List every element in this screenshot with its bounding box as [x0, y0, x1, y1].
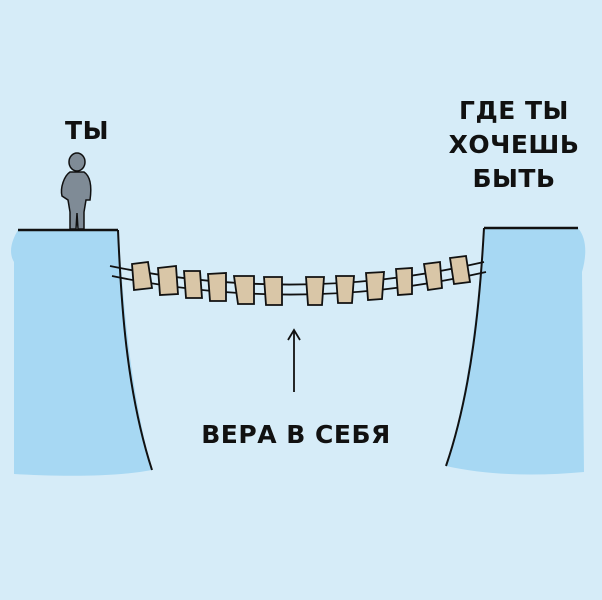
left-cliff-right-edge: [117, 229, 153, 471]
bridge-plank: [422, 260, 443, 292]
bridge-plank: [365, 271, 385, 301]
right-cliff-left-edge: [445, 227, 485, 467]
bridge-planks: [131, 254, 472, 306]
person-body: [60, 171, 92, 230]
bridge-plank: [263, 276, 283, 306]
bridge-plank: [395, 267, 413, 296]
bridge-plank: [448, 254, 472, 286]
person-head: [68, 152, 86, 172]
person-figure: [60, 152, 92, 230]
arrow-up-icon: [287, 328, 301, 392]
bridge-plank: [157, 265, 179, 296]
bridge-plank: [232, 275, 255, 305]
bridge-plank: [131, 260, 154, 291]
bridge-plank: [305, 276, 325, 306]
left-cliff: [11, 230, 153, 476]
label-goal: ГДЕ ТЫ ХОЧЕШЬ БЫТЬ: [448, 96, 580, 193]
label-faith: ВЕРА В СЕБЯ: [201, 420, 391, 449]
label-you: ТЫ: [65, 116, 109, 145]
bridge-plank: [207, 272, 227, 302]
bridge-plank: [183, 270, 203, 299]
right-cliff: [446, 228, 586, 475]
bridge-plank: [335, 275, 355, 304]
